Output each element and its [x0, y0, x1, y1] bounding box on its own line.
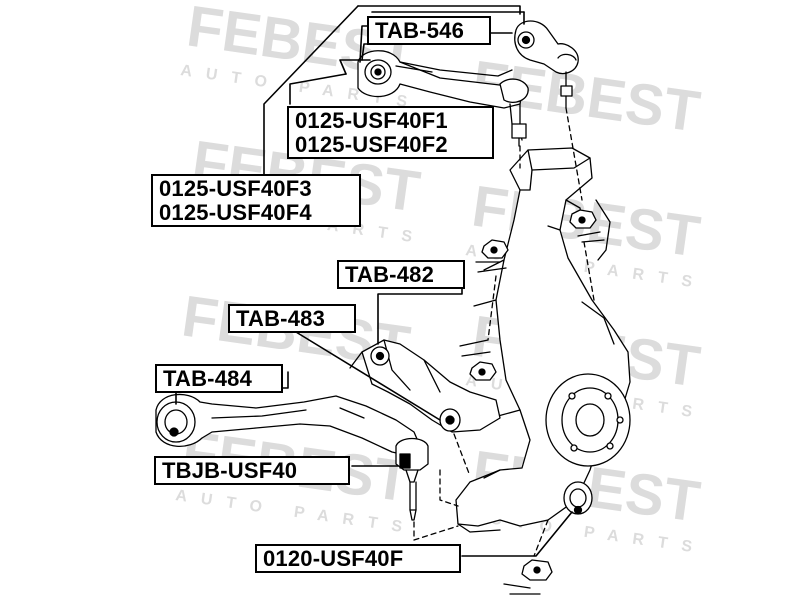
upper-arm-rear-joint [499, 78, 529, 147]
label-0125-usf40f1-text: 0125-USF40F1 [295, 108, 448, 133]
upper-control-arm [357, 50, 523, 109]
label-0120-usf40f-text: 0120-USF40F [263, 546, 404, 571]
rear-arm-bushing-483 [439, 408, 461, 432]
label-0125-usf40f2-text: 0125-USF40F2 [295, 132, 448, 157]
label-tab-484-text: TAB-484 [163, 366, 253, 391]
label-0120-usf40f: 0120-USF40F [255, 544, 461, 573]
label-0125-usf40f1-f2: 0125-USF40F1 0125-USF40F2 [287, 106, 494, 159]
label-tab-484: TAB-484 [155, 364, 283, 393]
nut-bottom [503, 559, 553, 595]
nut-upper-right [569, 209, 605, 243]
knuckle-bushing [563, 481, 593, 515]
label-tab-483-text: TAB-483 [236, 306, 326, 331]
hub-flange [545, 373, 631, 467]
front-arm-bushing-484 [156, 401, 196, 443]
label-tab-483: TAB-483 [228, 304, 356, 333]
label-0125-usf40f3-f4: 0125-USF40F3 0125-USF40F4 [151, 174, 361, 227]
lower-ball-joint [395, 437, 429, 521]
label-tbjb-usf40: TBJB-USF40 [154, 456, 350, 485]
label-tab-482-text: TAB-482 [345, 262, 435, 287]
label-tab-546: TAB-546 [367, 16, 491, 45]
label-tab-482: TAB-482 [337, 260, 465, 289]
rear-arm-bushing-482 [370, 346, 390, 366]
assembly-dashes [413, 107, 595, 557]
leader-lines [175, 5, 573, 557]
label-0125-usf40f4-text: 0125-USF40F4 [159, 200, 312, 225]
nut-left-2 [459, 339, 497, 381]
nut-left-1 [475, 239, 509, 273]
label-tab-546-text: TAB-546 [375, 18, 465, 43]
label-0125-usf40f3-text: 0125-USF40F3 [159, 176, 312, 201]
upper-arm-bushing [364, 59, 392, 85]
label-tbjb-usf40-text: TBJB-USF40 [162, 458, 298, 483]
upper-ball-joint [514, 20, 579, 109]
